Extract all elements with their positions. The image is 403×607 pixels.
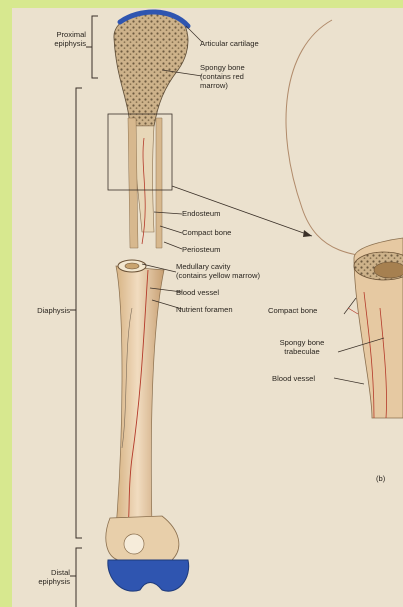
label-compact-bone: Compact bone (182, 228, 231, 237)
label-articular-cartilage: Articular cartilage (200, 39, 259, 48)
label-medullary-cavity: Medullary cavity (contains yellow marrow… (176, 262, 260, 280)
label-panel-b: (b) (376, 474, 385, 483)
label-proximal-epiphysis: Proximal epiphysis (24, 30, 86, 48)
label-blood-vessel: Blood vessel (176, 288, 219, 297)
label-spongy-bone: Spongy bone (contains red marrow) (200, 63, 245, 90)
label-inset-blood-vessel: Blood vessel (272, 374, 315, 383)
label-inset-spongy-bone: Spongy bone trabeculae (272, 338, 332, 356)
label-endosteum: Endosteum (182, 209, 220, 218)
label-inset-compact-bone: Compact bone (268, 306, 317, 315)
label-periosteum: Periosteum (182, 245, 220, 254)
label-distal-epiphysis: Distal epiphysis (22, 568, 70, 586)
label-nutrient-foramen: Nutrient foramen (176, 305, 233, 314)
label-diaphysis: Diaphysis (26, 306, 70, 315)
